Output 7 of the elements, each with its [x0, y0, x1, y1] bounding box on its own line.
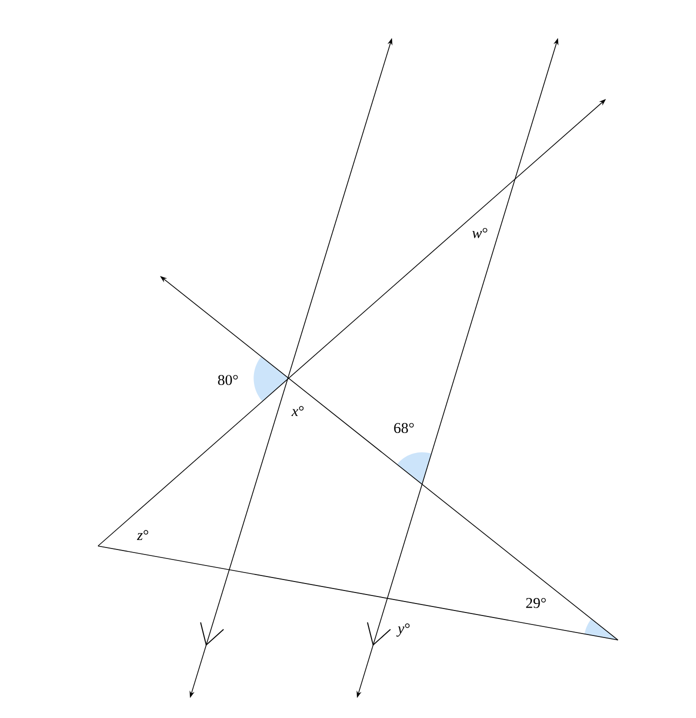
angle-label: w°: [472, 228, 488, 238]
angle-label: y°: [396, 623, 410, 637]
angle-label: 68°: [394, 422, 414, 434]
angle-label: 29°: [526, 598, 546, 608]
angle-label: x°: [291, 406, 304, 416]
angle-label: 80°: [218, 374, 238, 386]
angle-label: z°: [136, 530, 148, 540]
